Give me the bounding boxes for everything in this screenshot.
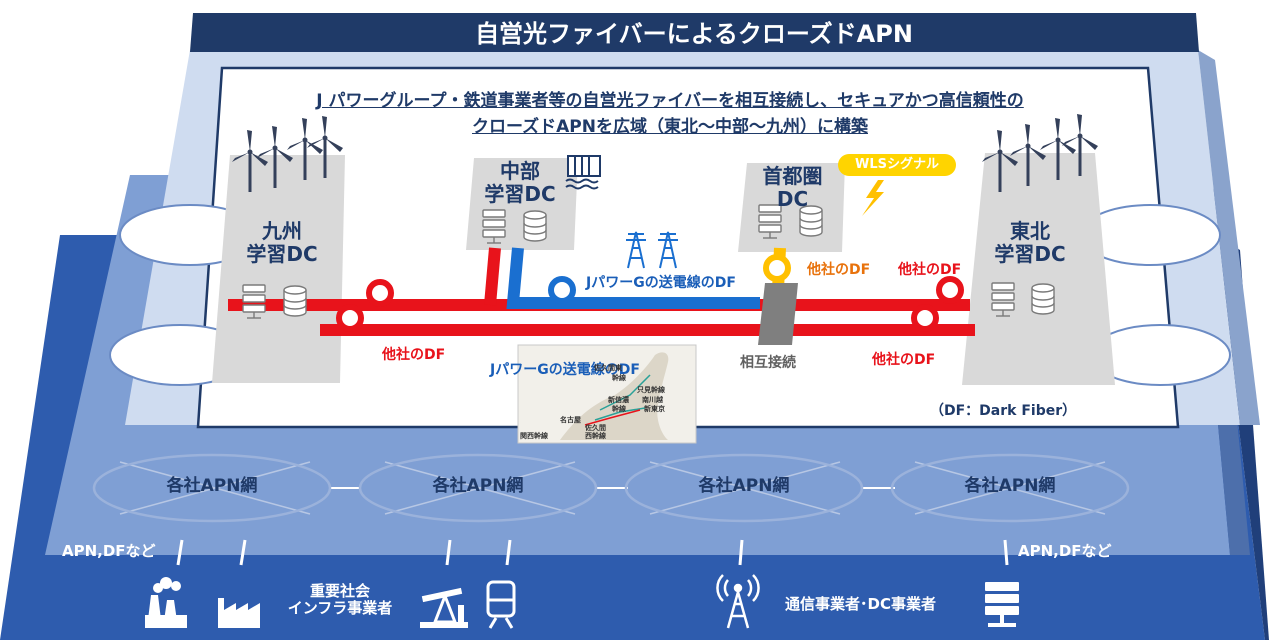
map-label: 幹線 bbox=[612, 374, 626, 382]
radio-tower-icon bbox=[716, 574, 760, 629]
title-bar bbox=[190, 13, 1199, 52]
other-df-label-right-bottom: 他社のDF bbox=[872, 352, 936, 368]
wls-signal-badge: WLSシグナル bbox=[838, 154, 956, 176]
dc-label-chubu: 中部 学習DC bbox=[484, 159, 556, 206]
server-rack-icon bbox=[985, 582, 1019, 627]
map-label: 関西幹線 bbox=[520, 432, 548, 440]
apn-network-label: 各社APN網 bbox=[698, 476, 790, 496]
factory-icon bbox=[218, 598, 260, 628]
map-label: 西幹線 bbox=[585, 432, 606, 440]
japan-map-image bbox=[517, 344, 697, 444]
dc-label-tohoku: 東北 学習DC bbox=[994, 219, 1066, 266]
dc-label-kyushu: 九州 学習DC bbox=[246, 219, 318, 266]
infra-operator-label: 重要社会 インフラ事業者 bbox=[287, 582, 393, 618]
dc-label-shutoken: 首都圏 DC bbox=[762, 164, 823, 211]
map-label: 佐久間東 bbox=[594, 364, 622, 372]
map-label: 新信濃 bbox=[608, 396, 629, 404]
jpower-df-label-upper: JパワーGの送電線のDF bbox=[586, 275, 736, 291]
oil-pump-icon bbox=[420, 587, 468, 628]
apn-network-label: 各社APN網 bbox=[964, 476, 1056, 496]
apn-network-label: 各社APN網 bbox=[432, 476, 524, 496]
apn-df-label-right: APN,DFなど bbox=[1018, 542, 1112, 560]
connector-lines bbox=[176, 539, 1009, 566]
dc-building-tohoku bbox=[962, 153, 1115, 385]
lightning-icon bbox=[862, 180, 884, 216]
map-label: 幹線 bbox=[612, 405, 626, 413]
map-label: 新東京 bbox=[644, 405, 665, 413]
jpower-df-label-lower: JパワーGの送電線のDF bbox=[490, 362, 640, 378]
transmission-tower-icon bbox=[626, 231, 678, 269]
telecom-operator-label: 通信事業者･DC事業者 bbox=[785, 595, 936, 613]
map-label: 佐久間 bbox=[585, 424, 606, 432]
blue-fiber bbox=[506, 247, 760, 309]
df-note: （DF：Dark Fiber） bbox=[930, 403, 1077, 419]
dc-building-kyushu bbox=[212, 155, 345, 383]
map-label: 名古屋 bbox=[560, 416, 581, 424]
headline-line-2: クローズドAPNを広域（東北～中部～九州）に構築 bbox=[472, 117, 868, 137]
other-df-label-right-top: 他社のDF bbox=[898, 262, 962, 278]
apn-network-label: 各社APN網 bbox=[166, 476, 258, 496]
power-plant-icon bbox=[145, 577, 187, 628]
train-icon bbox=[486, 580, 516, 629]
page-title: 自営光ファイバーによるクローズドAPN bbox=[475, 20, 913, 48]
other-df-label-left: 他社のDF bbox=[382, 347, 446, 363]
other-df-label-orange: 他社のDF bbox=[807, 262, 871, 278]
interconnect-label: 相互接続 bbox=[740, 355, 796, 371]
map-label: 只見幹線 bbox=[637, 386, 665, 394]
apn-network-ellipses bbox=[92, 453, 1130, 523]
headline-line-1: J パワーグループ・鉄道事業者等の自営光ファイバーを相互接続し、セキュアかつ高信… bbox=[316, 91, 1024, 111]
dam-icon bbox=[565, 155, 601, 190]
interconnect-block bbox=[758, 283, 798, 345]
headline: J パワーグループ・鉄道事業者等の自営光ファイバーを相互接続し、セキュアかつ高信… bbox=[230, 88, 1110, 140]
apn-df-label-left: APN,DFなど bbox=[62, 542, 156, 560]
map-label: 南川越 bbox=[642, 396, 663, 404]
